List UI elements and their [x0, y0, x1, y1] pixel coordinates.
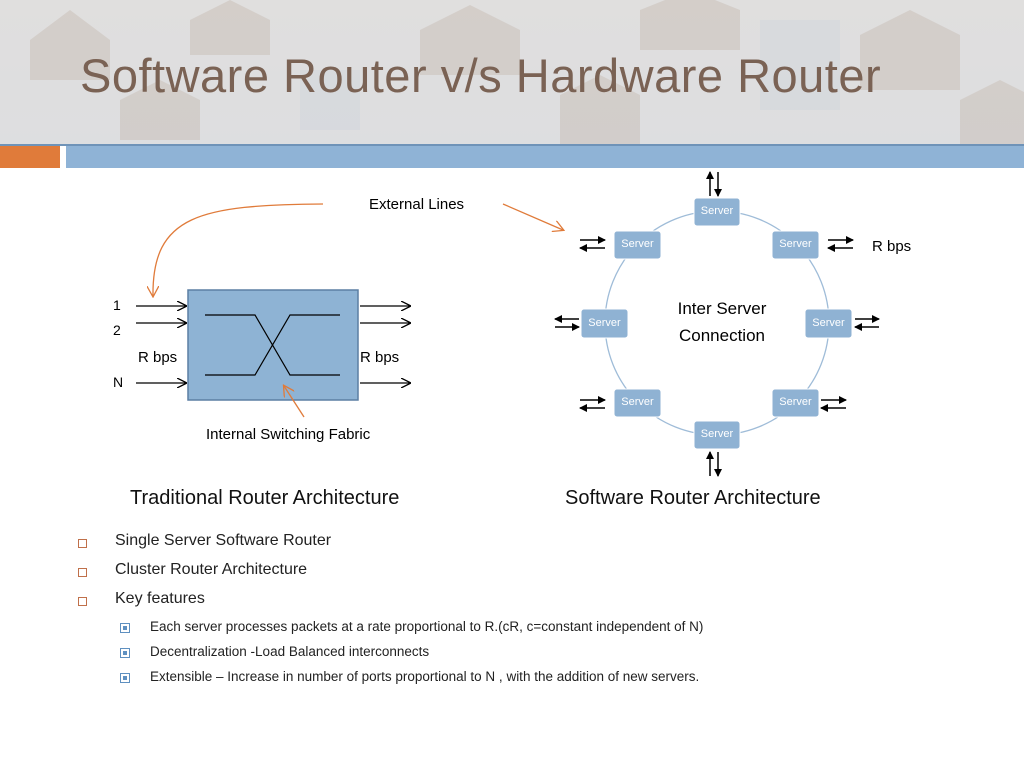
output-lines — [360, 306, 410, 383]
server-label: Server — [700, 428, 734, 440]
input-rate-label: R bps — [138, 349, 178, 366]
fabric-crossover — [205, 314, 340, 376]
title-banner: Software Router v/s Hardware Router — [0, 0, 1024, 144]
external-lines-label: External Lines — [369, 196, 465, 213]
bullet-marker-icon — [78, 597, 87, 606]
server-label: Server — [812, 317, 845, 329]
sub-bullet-marker-icon — [120, 673, 130, 683]
connection-label: Connection — [678, 326, 765, 345]
bullet-item: Key features — [78, 590, 703, 619]
sub-bullet-item: Each server processes packets at a rate … — [78, 619, 703, 644]
server-node — [771, 230, 820, 260]
bullet-text: Single Server Software Router — [115, 532, 332, 549]
server-node — [771, 388, 820, 418]
input-lines — [136, 306, 186, 383]
output-rate-label: R bps — [360, 349, 400, 366]
server-node — [693, 197, 741, 227]
sub-bullet-item: Extensible – Increase in number of ports… — [78, 669, 703, 694]
server-label: Server — [621, 396, 654, 408]
server-label: Server — [700, 205, 734, 217]
software-router — [554, 171, 880, 477]
switching-fabric-label: Internal Switching Fabric — [206, 426, 371, 443]
port-n-label: N — [113, 374, 124, 390]
sub-bullet-text: Extensible – Increase in number of ports… — [150, 669, 700, 684]
bullet-item: Single Server Software Router — [78, 532, 703, 561]
port-2-label: 2 — [113, 322, 121, 338]
software-rate-label: R bps — [872, 238, 912, 255]
fabric-pointer-arrow — [284, 386, 305, 418]
inter-server-label: Inter Server — [677, 299, 767, 318]
external-lines-arrow-left — [153, 203, 324, 296]
accent-bar-blue — [66, 146, 1024, 168]
sub-bullet-item: Decentralization -Load Balanced intercon… — [78, 644, 703, 669]
sub-bullet-marker-icon — [120, 623, 130, 633]
port-1-label: 1 — [113, 297, 121, 313]
external-lines-arrow-right — [502, 203, 563, 230]
bullet-list: Single Server Software Router Cluster Ro… — [78, 532, 703, 694]
houses-background-image — [30, 0, 1024, 144]
slide-title: Software Router v/s Hardware Router — [80, 49, 882, 102]
server-io-arrows — [554, 171, 880, 477]
server-label: Server — [621, 238, 654, 250]
sub-bullet-text: Decentralization -Load Balanced intercon… — [150, 644, 430, 659]
bullet-marker-icon — [78, 539, 87, 548]
server-node — [804, 308, 853, 339]
sub-bullet-marker-icon — [120, 648, 130, 658]
traditional-router — [136, 203, 563, 418]
server-node — [613, 388, 662, 418]
server-node — [693, 420, 741, 450]
sub-bullet-text: Each server processes packets at a rate … — [150, 619, 704, 634]
server-label: Server — [779, 396, 812, 408]
server-label: Server — [588, 317, 621, 329]
software-caption: Software Router Architecture — [565, 487, 821, 509]
accent-bar-orange — [0, 146, 60, 168]
bullet-text: Key features — [115, 590, 205, 607]
bullet-item: Cluster Router Architecture — [78, 561, 703, 590]
title-underline — [0, 144, 1024, 146]
server-node — [613, 230, 662, 260]
server-label: Server — [779, 238, 812, 250]
server-node — [580, 308, 629, 339]
bullet-text: Cluster Router Architecture — [115, 561, 308, 578]
traditional-caption: Traditional Router Architecture — [130, 487, 400, 509]
bullet-marker-icon — [78, 568, 87, 577]
